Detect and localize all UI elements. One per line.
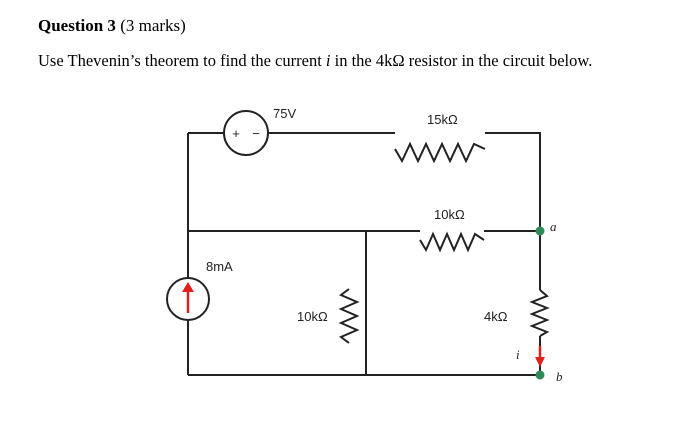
label-terminal-b: b xyxy=(556,369,563,384)
question-text-before: Use Thevenin’s theorem to find the curre… xyxy=(38,51,326,70)
resistor-15k xyxy=(394,141,486,164)
voltage-source xyxy=(223,110,269,156)
node-b xyxy=(535,370,545,380)
question-text-after: in the 4kΩ resistor in the circuit below… xyxy=(330,51,593,70)
resistor-10k-vertical xyxy=(338,288,360,344)
voltage-source-minus: − xyxy=(252,126,260,141)
label-10k-middle: 10kΩ xyxy=(434,207,465,222)
question-label: Question 3 xyxy=(38,16,116,35)
question-text: Use Thevenin’s theorem to find the curre… xyxy=(38,51,592,71)
question-marks: (3 marks) xyxy=(120,16,186,35)
wire-top-right xyxy=(485,132,541,231)
current-source-arrow-icon xyxy=(182,282,194,313)
resistor-4k xyxy=(529,289,550,337)
question-header: Question 3 (3 marks) xyxy=(38,16,186,36)
node-a xyxy=(535,226,545,236)
wires xyxy=(187,132,541,376)
label-current-i: i xyxy=(516,347,520,362)
label-75v: 75V xyxy=(273,106,296,121)
question-variable: i xyxy=(325,51,331,70)
resistor-10k-middle xyxy=(419,231,485,253)
label-8ma: 8mA xyxy=(206,259,233,274)
label-terminal-a: a xyxy=(550,219,557,234)
label-4k: 4kΩ xyxy=(484,309,508,324)
label-15k: 15kΩ xyxy=(427,112,458,127)
voltage-source-plus: + xyxy=(232,126,240,141)
current-i-arrow-icon xyxy=(535,346,545,367)
label-10k-vertical: 10kΩ xyxy=(297,309,328,324)
